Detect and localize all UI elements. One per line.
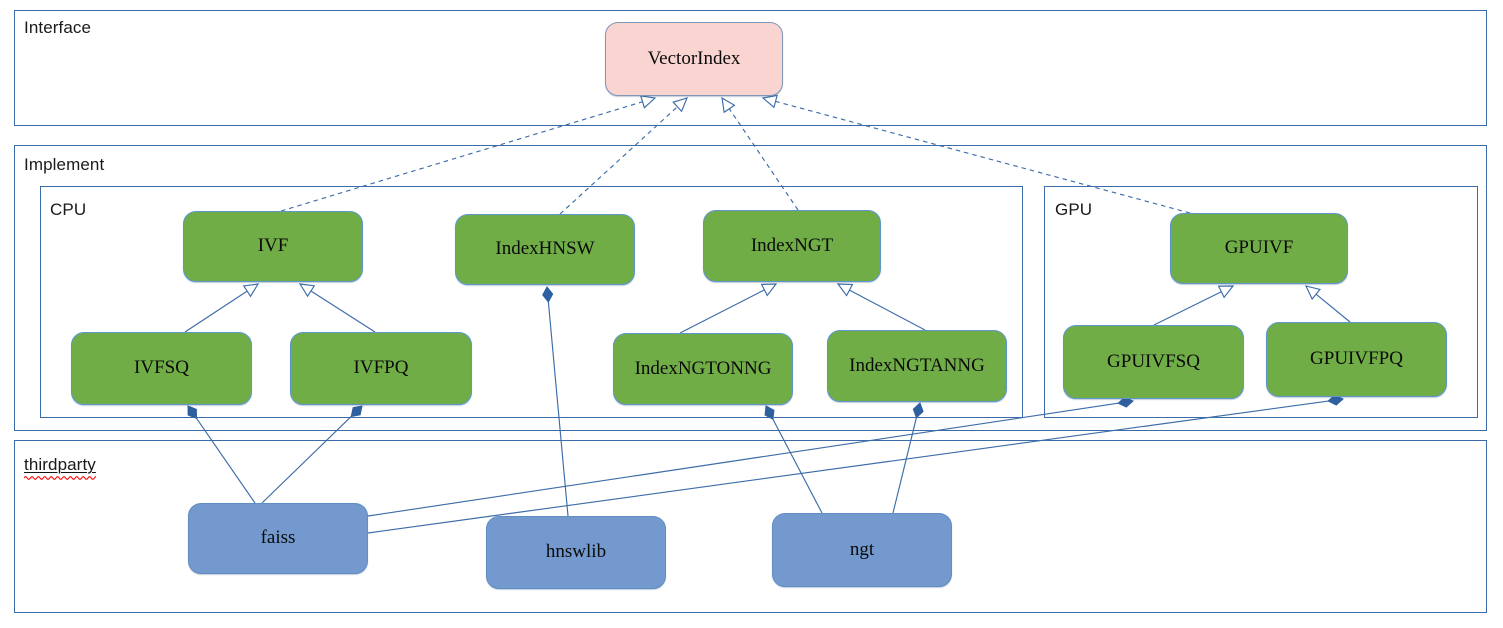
container-label-interface: Interface xyxy=(24,18,92,37)
node-faiss[interactable]: faiss xyxy=(188,503,368,574)
node-label-hnswlib: hnswlib xyxy=(545,541,607,563)
container-thirdparty xyxy=(14,440,1487,613)
node-vectorindex[interactable]: VectorIndex xyxy=(605,22,783,96)
container-label-cpu: CPU xyxy=(50,200,87,219)
node-label-gpuivf: GPUIVF xyxy=(1224,237,1294,259)
node-label-ivfsq: IVFSQ xyxy=(134,357,189,379)
node-indexngtanng[interactable]: IndexNGTANNG xyxy=(827,330,1007,402)
container-interface xyxy=(14,10,1487,126)
node-label-vectorindex: VectorIndex xyxy=(647,47,741,69)
node-label-indexhnsw: IndexHNSW xyxy=(495,238,595,260)
node-ngt[interactable]: ngt xyxy=(772,513,952,587)
spellcheck-squiggle-icon xyxy=(24,475,96,480)
node-label-gpuivfsq: GPUIVFSQ xyxy=(1107,350,1200,372)
node-gpuivf[interactable]: GPUIVF xyxy=(1170,213,1348,284)
node-label-indexngt: IndexNGT xyxy=(750,234,834,256)
container-implement xyxy=(14,145,1487,431)
node-label-ngt: ngt xyxy=(849,538,875,560)
node-label-indexngtanng: IndexNGTANNG xyxy=(849,354,985,376)
container-label-implement: Implement xyxy=(24,155,105,174)
node-label-indexngtonng: IndexNGTONNG xyxy=(634,357,772,379)
node-gpuivfpq[interactable]: GPUIVFPQ xyxy=(1266,322,1447,397)
node-ivf[interactable]: IVF xyxy=(183,211,363,282)
node-label-faiss: faiss xyxy=(260,527,296,549)
node-indexngt[interactable]: IndexNGT xyxy=(703,210,881,282)
container-label-thirdparty: thirdparty xyxy=(24,455,96,480)
container-cpu xyxy=(40,186,1023,418)
node-hnswlib[interactable]: hnswlib xyxy=(486,516,666,589)
node-gpuivfsq[interactable]: GPUIVFSQ xyxy=(1063,325,1244,399)
node-label-ivf: IVF xyxy=(257,235,289,257)
node-label-ivfpq: IVFPQ xyxy=(353,357,409,379)
node-indexngtonng[interactable]: IndexNGTONNG xyxy=(613,333,793,405)
container-gpu xyxy=(1044,186,1478,418)
node-label-gpuivfpq: GPUIVFPQ xyxy=(1310,348,1403,370)
node-ivfsq[interactable]: IVFSQ xyxy=(71,332,252,405)
node-ivfpq[interactable]: IVFPQ xyxy=(290,332,472,405)
container-label-gpu: GPU xyxy=(1055,200,1093,219)
node-indexhnsw[interactable]: IndexHNSW xyxy=(455,214,635,285)
